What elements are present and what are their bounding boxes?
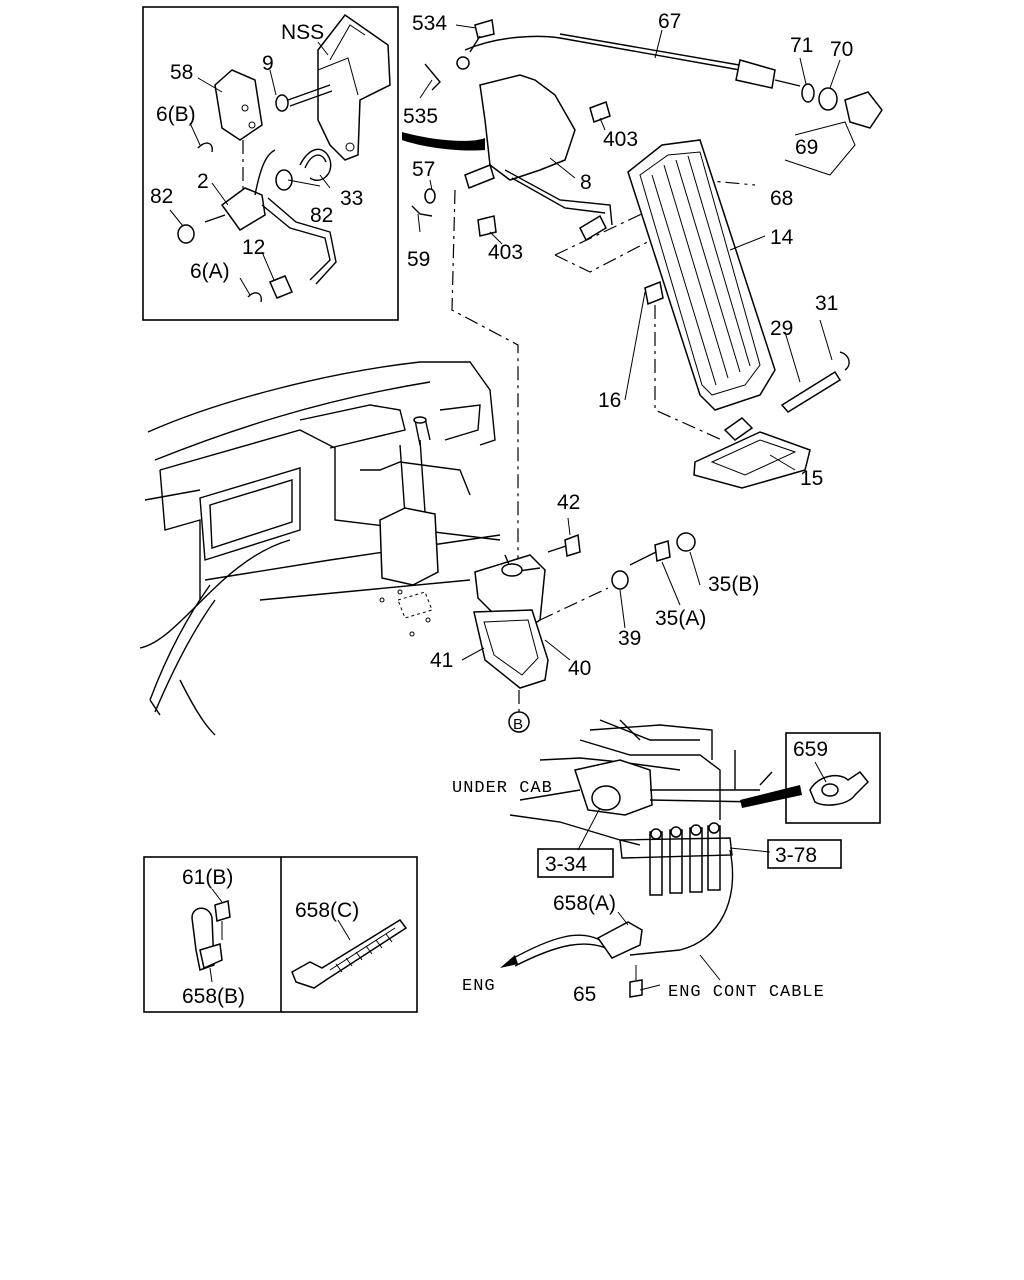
label-41: 41	[430, 649, 453, 672]
label-57: 57	[412, 158, 435, 181]
label-8: 8	[580, 171, 592, 194]
label-6a: 6(A)	[190, 260, 230, 283]
label-403-top: 403	[603, 128, 638, 151]
label-71: 71	[790, 34, 813, 57]
label-39: 39	[618, 627, 641, 650]
label-59: 59	[407, 248, 430, 271]
label-68: 68	[770, 187, 793, 210]
label-658a: 658(A)	[553, 892, 616, 915]
ref-box-3-34	[537, 848, 614, 878]
label-12: 12	[242, 236, 265, 259]
label-15: 15	[800, 467, 823, 490]
label-35b: 35(B)	[708, 573, 759, 596]
label-3-78: 3-78	[775, 844, 817, 867]
callout-labels: NSS 58 9 6(B) 2 82 82 33 12 6(A) 534 535…	[150, 10, 853, 1008]
clip-659-inset	[785, 732, 881, 824]
label-658b: 658(B)	[182, 985, 245, 1008]
label-658c: 658(C)	[295, 899, 359, 922]
label-82-right: 82	[310, 204, 333, 227]
label-under-cab: UNDER CAB	[452, 779, 553, 798]
label-eng: ENG	[462, 977, 496, 996]
ref-box-3-78	[767, 839, 842, 869]
floor-bracket	[461, 517, 701, 733]
label-65: 65	[573, 983, 596, 1006]
label-b-ref: B	[513, 716, 523, 733]
pedal-bracket-inset	[142, 6, 399, 321]
cable-and-pedal	[402, 19, 883, 565]
cab-dashboard-sketch	[139, 361, 501, 736]
label-67: 67	[658, 10, 681, 33]
label-69: 69	[795, 136, 818, 159]
label-403-bottom: 403	[488, 241, 523, 264]
label-40: 40	[568, 657, 591, 680]
label-31: 31	[815, 292, 838, 315]
label-33: 33	[340, 187, 363, 210]
label-35a: 35(A)	[655, 607, 706, 630]
label-70: 70	[830, 38, 853, 61]
clamp-tie-inset	[143, 856, 418, 1013]
label-2: 2	[197, 170, 209, 193]
label-eng-cont-cable: ENG CONT CABLE	[668, 983, 825, 1002]
label-42: 42	[557, 491, 580, 514]
label-29: 29	[770, 317, 793, 340]
label-14: 14	[770, 226, 794, 249]
label-535: 535	[403, 105, 438, 128]
label-534: 534	[412, 12, 447, 35]
label-58: 58	[170, 61, 193, 84]
label-nss: NSS	[281, 21, 324, 44]
label-659: 659	[793, 738, 828, 761]
label-6b: 6(B)	[156, 103, 196, 126]
label-3-34: 3-34	[545, 853, 587, 876]
label-9: 9	[262, 52, 274, 75]
label-61b: 61(B)	[182, 866, 233, 889]
label-16: 16	[598, 389, 621, 412]
label-82-left: 82	[150, 185, 173, 208]
